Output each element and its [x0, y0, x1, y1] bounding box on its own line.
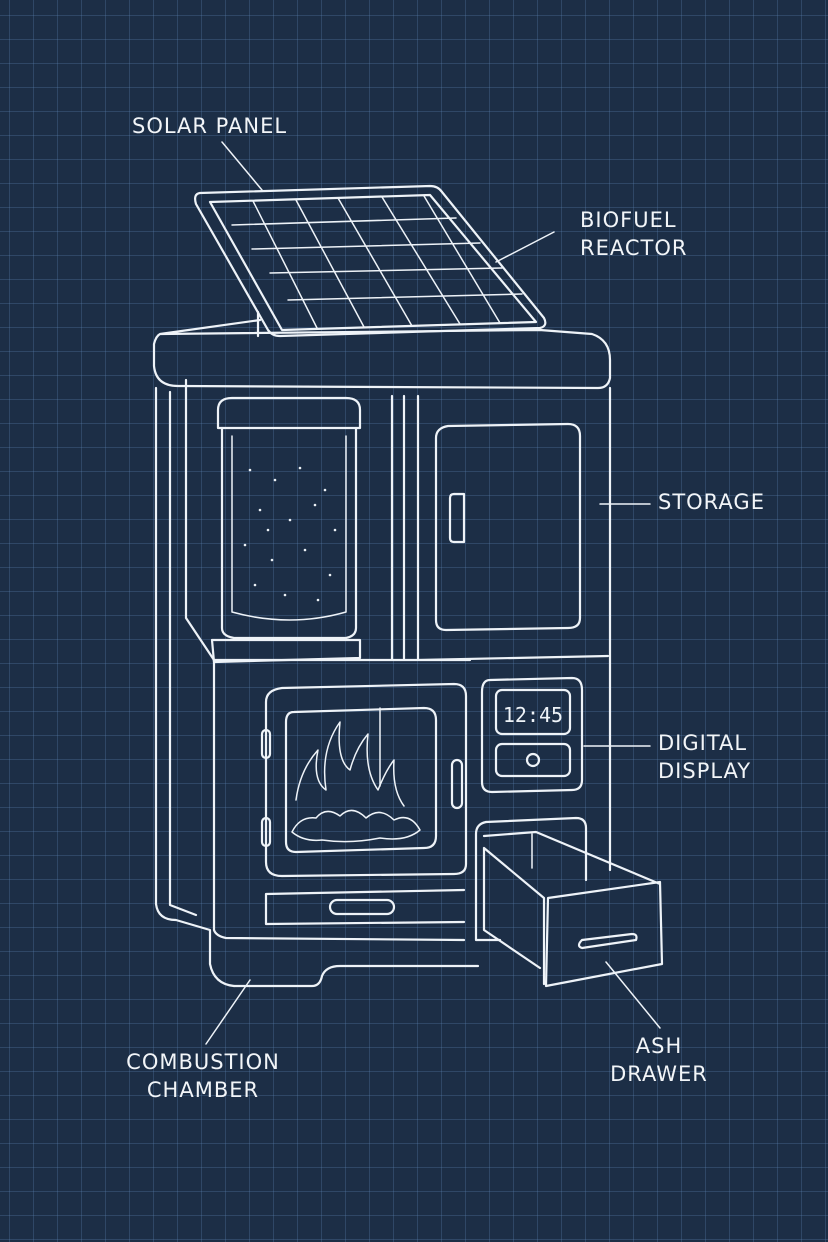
label-line: BIOFUEL: [580, 208, 677, 232]
leader-solar-panel: [221, 141, 263, 191]
label-combustion-chamber: COMBUSTION CHAMBER: [120, 1048, 286, 1104]
leader-ash-drawer: [605, 961, 661, 1029]
leader-lines: [205, 141, 661, 1045]
display-readout: 12:45: [503, 703, 563, 727]
label-line: DISPLAY: [658, 759, 752, 783]
leader-biofuel-reactor: [495, 231, 555, 263]
storage-door: [434, 422, 582, 632]
digital-display-panel: 12:45: [480, 676, 584, 794]
biofuel-reactor: [210, 396, 362, 664]
label-storage: STORAGE: [658, 488, 765, 516]
leader-combustion-chamber: [205, 979, 251, 1045]
label-solar-panel: SOLAR PANEL: [132, 112, 287, 140]
label-line: DRAWER: [610, 1062, 708, 1086]
label-biofuel-reactor: BIOFUEL REACTOR: [580, 206, 687, 262]
label-line: DIGITAL: [658, 731, 748, 755]
label-line: ASH: [635, 1034, 683, 1058]
combustion-chamber-door: [260, 682, 468, 926]
solar-panel: [194, 184, 547, 338]
label-digital-display: DIGITAL DISPLAY: [658, 729, 751, 785]
label-ash-drawer: ASH DRAWER: [604, 1032, 714, 1088]
label-line: REACTOR: [580, 236, 688, 260]
label-line: COMBUSTION: [126, 1050, 280, 1074]
label-line: CHAMBER: [146, 1078, 260, 1102]
ash-drawer: [474, 816, 664, 988]
label-line: STORAGE: [658, 490, 765, 514]
stove-body: 12:45: [152, 318, 664, 988]
label-line: SOLAR PANEL: [132, 114, 288, 138]
